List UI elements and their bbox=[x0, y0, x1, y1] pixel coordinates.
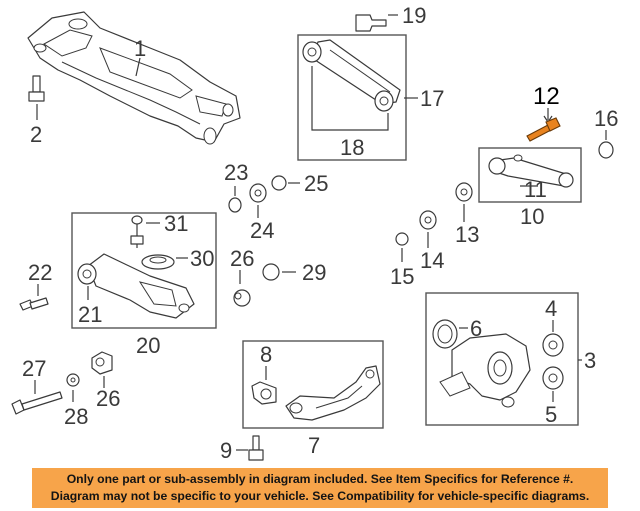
trailing-arm bbox=[285, 365, 381, 421]
bushing-13 bbox=[455, 182, 473, 202]
washer-28 bbox=[66, 373, 80, 387]
callout-12: 12 bbox=[533, 83, 560, 110]
callout-27: 27 bbox=[22, 356, 46, 381]
bushing-23 bbox=[228, 197, 242, 213]
upper-control-link bbox=[302, 39, 401, 112]
lateral-link bbox=[488, 154, 574, 188]
callout-24: 24 bbox=[250, 218, 274, 243]
stabilizer-link-31 bbox=[130, 215, 144, 248]
bushing-29 bbox=[262, 263, 280, 281]
callout-17: 17 bbox=[420, 86, 444, 111]
bolt-27 bbox=[11, 391, 63, 415]
bolt-12-highlighted bbox=[526, 117, 561, 142]
bushing-16 bbox=[598, 141, 614, 159]
callout-21: 21 bbox=[78, 302, 102, 327]
bolt-2 bbox=[28, 75, 45, 102]
bushing-8 bbox=[251, 381, 277, 405]
bushing-14 bbox=[419, 210, 437, 230]
disclaimer-line-2: Diagram may not be specific to your vehi… bbox=[50, 489, 590, 503]
callout-3: 3 bbox=[584, 348, 596, 373]
callout-1: 1 bbox=[134, 36, 146, 61]
seal-6 bbox=[432, 319, 458, 349]
rear-knuckle bbox=[439, 333, 531, 408]
callout-7: 7 bbox=[308, 433, 320, 458]
callout-23: 23 bbox=[224, 160, 248, 185]
callout-30: 30 bbox=[190, 246, 214, 271]
callout-31: 31 bbox=[164, 211, 188, 236]
callout-13: 13 bbox=[455, 222, 479, 247]
callout-25: 25 bbox=[304, 171, 328, 196]
trailing-arm-box bbox=[242, 340, 384, 429]
lower-arm-box bbox=[71, 212, 217, 329]
bolt-19 bbox=[355, 14, 387, 32]
callout-9: 9 bbox=[220, 438, 232, 463]
parts-diagram: 1 2 19 17 18 12 16 bbox=[11, 3, 618, 463]
bolt-9 bbox=[248, 435, 264, 461]
bushing-5 bbox=[542, 366, 564, 390]
callout-28: 28 bbox=[64, 404, 88, 429]
callout-14: 14 bbox=[420, 248, 444, 273]
callout-15: 15 bbox=[390, 264, 414, 289]
bushing-15 bbox=[395, 232, 409, 246]
disclaimer-banner: Only one part or sub-assembly in diagram… bbox=[32, 468, 608, 508]
callout-16: 16 bbox=[594, 106, 618, 131]
callout-8: 8 bbox=[260, 342, 272, 367]
lower-control-arm bbox=[77, 253, 195, 319]
callout-6: 6 bbox=[470, 316, 482, 341]
callout-26-lower: 26 bbox=[96, 386, 120, 411]
subframe-crossmember bbox=[27, 11, 241, 145]
callout-10: 10 bbox=[520, 204, 544, 229]
disclaimer-line-1: Only one part or sub-assembly in diagram… bbox=[66, 472, 574, 486]
callout-26-upper: 26 bbox=[230, 246, 254, 271]
bushing-26-lower bbox=[91, 351, 113, 375]
callout-19: 19 bbox=[402, 3, 426, 28]
callout-11: 11 bbox=[524, 177, 547, 202]
washer-24 bbox=[249, 183, 267, 203]
knuckle-box bbox=[425, 292, 579, 426]
bushing-25 bbox=[271, 175, 287, 191]
callout-18: 18 bbox=[340, 135, 364, 160]
callout-2: 2 bbox=[30, 122, 42, 147]
bushing-4 bbox=[542, 333, 564, 357]
spring-seat-30 bbox=[141, 254, 175, 270]
bushing-26-upper bbox=[233, 289, 251, 307]
lateral-link-box bbox=[478, 147, 582, 203]
callout-5: 5 bbox=[545, 402, 557, 427]
callout-22: 22 bbox=[28, 260, 52, 285]
callout-4: 4 bbox=[545, 296, 557, 321]
bolt-22 bbox=[19, 297, 49, 311]
callout-29: 29 bbox=[302, 260, 326, 285]
callout-20: 20 bbox=[136, 333, 160, 358]
